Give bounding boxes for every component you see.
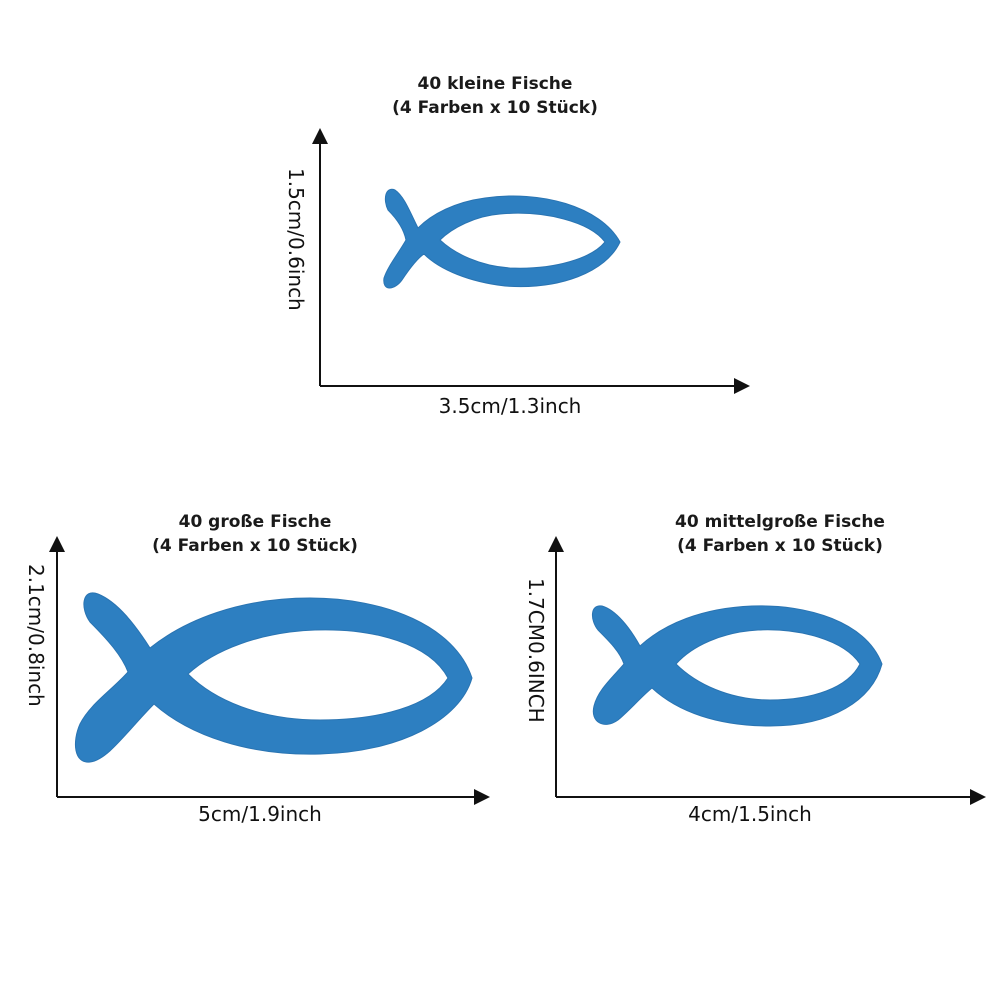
large-fish-axes bbox=[49, 536, 490, 805]
medium-fish-width-label: 4cm/1.5inch bbox=[688, 802, 812, 826]
large-fish-title-line1: 40 große Fische bbox=[178, 512, 332, 532]
small-fish-title-line1: 40 kleine Fische bbox=[417, 74, 573, 94]
medium-fish-shape bbox=[592, 605, 883, 727]
medium-fish-title-line2: (4 Farben x 10 Stück) bbox=[677, 536, 883, 556]
large-fish-shape bbox=[74, 592, 473, 763]
large-fish-title: 40 große Fische (4 Farben x 10 Stück) bbox=[120, 510, 390, 558]
medium-fish-title-line1: 40 mittelgroße Fische bbox=[675, 512, 885, 532]
large-fish-width-label: 5cm/1.9inch bbox=[198, 802, 322, 826]
large-fish-height-label: 2.1cm/0.8inch bbox=[24, 564, 48, 707]
small-fish-width-label: 3.5cm/1.3inch bbox=[438, 394, 582, 418]
small-fish-height-label: 1.5cm/0.6inch bbox=[284, 168, 308, 311]
small-fish-title: 40 kleine Fische (4 Farben x 10 Stück) bbox=[345, 72, 645, 120]
medium-fish-title: 40 mittelgroße Fische (4 Farben x 10 Stü… bbox=[630, 510, 930, 558]
small-fish-axes bbox=[312, 128, 750, 394]
small-fish-shape bbox=[383, 188, 621, 289]
small-fish-title-line2: (4 Farben x 10 Stück) bbox=[392, 98, 598, 118]
medium-fish-height-label: 1.7CM0.6INCH bbox=[524, 578, 548, 723]
large-fish-title-line2: (4 Farben x 10 Stück) bbox=[152, 536, 358, 556]
medium-fish-axes bbox=[548, 536, 986, 805]
